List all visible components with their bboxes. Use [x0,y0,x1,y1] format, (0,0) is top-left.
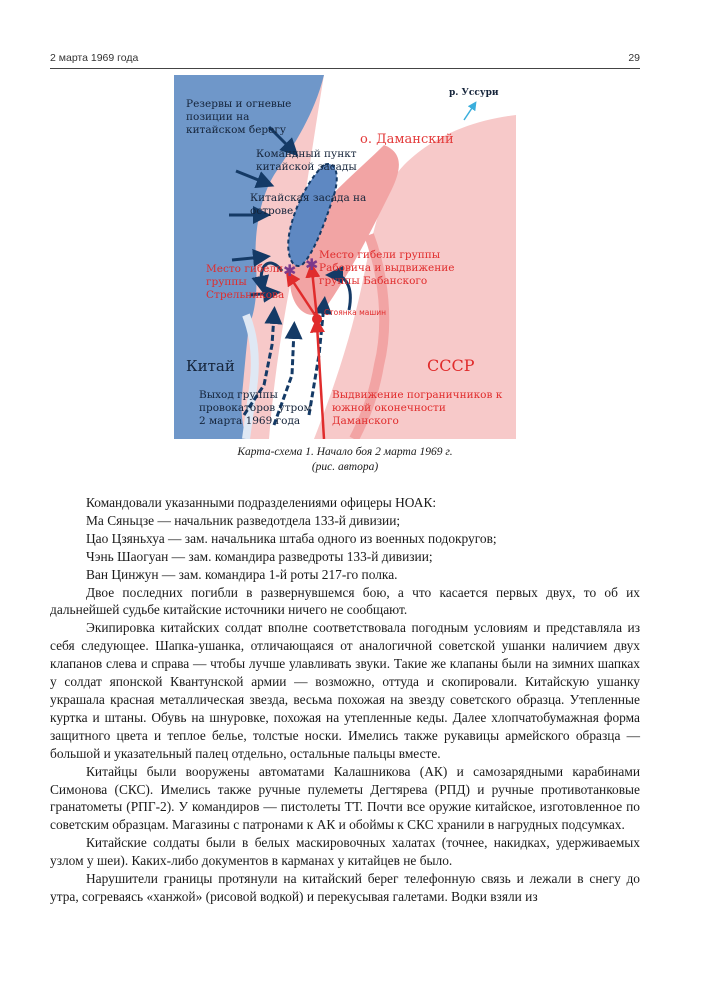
soviet-arrow [305,262,321,319]
ambush-zone [287,163,338,267]
officers-intro: Командовали указанными подразделениями о… [86,495,437,510]
label-command-post: Командный пункт китайской засады [256,148,360,173]
chinese-shore [242,313,259,439]
paragraph: Нарушители границы протянули на китайски… [50,871,640,904]
death-site-marker: ✱ [305,255,318,274]
label-rabovich: Место гибели группы Рабовича и выдвижени… [319,249,458,287]
running-head: 2 марта 1969 года 29 [50,52,640,69]
officer-item: Цао Цзяньхуа — зам. начальника штаба одн… [86,530,497,546]
officer-item: Чэнь Шаогуан — зам. командира разведроты… [86,548,433,564]
battle-map: ✱ ✱ Резервы и огневые позиции на китайск… [174,75,516,439]
running-head-title: 2 марта 1969 года [50,52,139,64]
page-number: 29 [628,52,640,64]
chinese-arrow [267,125,299,157]
label-exit: Выход группы провокаторов утром 2 марта … [199,389,315,427]
paragraph: Китайцы были вооружены автоматами Калашн… [50,763,640,833]
label-ussr: СССР [427,356,475,375]
death-site-marker: ✱ [283,261,296,280]
soviet-arrow [285,270,319,319]
label-reserves: Резервы и огневые позиции на китайском б… [186,98,295,136]
label-china: Китай [186,357,235,375]
map-caption: Карта-схема 1. Начало боя 2 марта 1969 г… [174,445,516,475]
chinese-arrow [242,306,283,416]
paragraph: Двое последних погибли в развернувшемся … [50,584,640,618]
paragraph: Китайские солдаты были в белых маскирово… [50,835,640,869]
chinese-arrow [251,261,284,294]
soviet-arrow [309,317,326,439]
label-cars: Стоянка машин [324,308,386,317]
ussuri-flow-arrow [463,101,477,121]
paragraph: Экипировка китайских солдат вполне соотв… [50,620,640,761]
officer-item: Ван Цинжун — зам. командира 1-й роты 217… [86,566,398,582]
chinese-arrow [325,266,352,311]
car-park-marker [312,314,322,324]
label-advance: Выдвижение пограничников к южной оконечн… [332,389,506,427]
label-strelnikov: Место гибели группы Стрельникова [206,263,286,301]
chinese-arrow [235,169,275,189]
label-ambush: Китайская засада на острове [250,192,370,217]
chinese-arrow [272,321,303,426]
label-damansky: о. Даманский [360,132,454,147]
chinese-arrow [231,248,271,267]
body-text: Командовали указанными подразделениями о… [50,494,640,906]
officer-item: Ма Сяньцзе — начальник разведотдела 133-… [86,512,401,528]
caption-title: Карта-схема 1. Начало боя 2 марта 1969 г… [237,446,453,458]
soviet-shore [349,233,390,439]
battle-map-svg: ✱ ✱ Резервы и огневые позиции на китайск… [174,75,516,439]
caption-credit: (рис. автора) [311,461,379,473]
label-ussuri: р. Уссури [449,88,499,98]
